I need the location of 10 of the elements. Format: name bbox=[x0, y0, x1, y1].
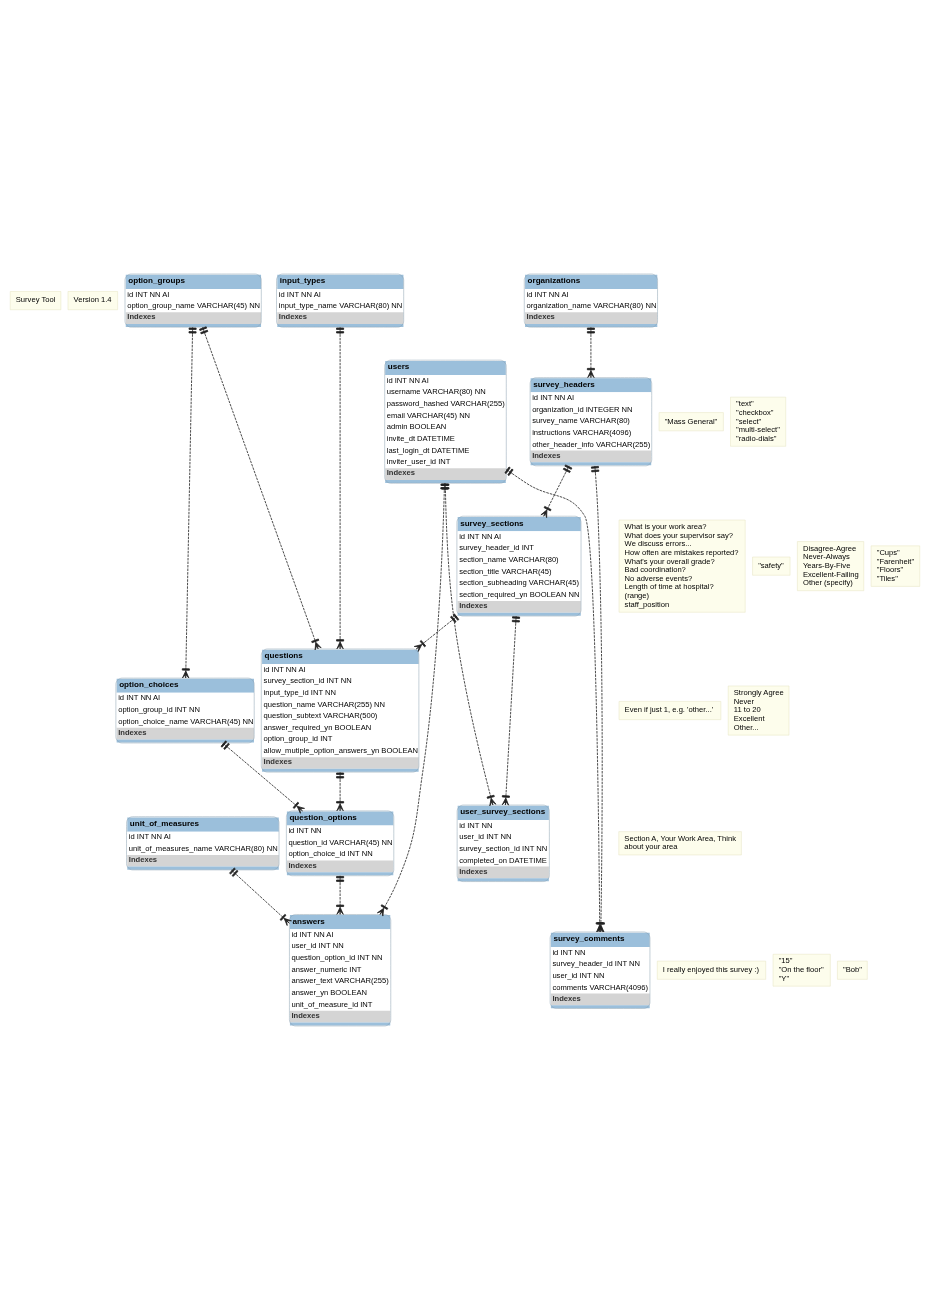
connector bbox=[501, 615, 521, 806]
connector bbox=[181, 326, 197, 679]
connector bbox=[336, 875, 345, 915]
connector bbox=[540, 464, 573, 519]
connector bbox=[229, 867, 292, 926]
connector bbox=[336, 326, 345, 650]
connector bbox=[336, 771, 345, 812]
connector bbox=[220, 740, 305, 814]
connector bbox=[413, 613, 460, 652]
connector bbox=[199, 326, 322, 651]
